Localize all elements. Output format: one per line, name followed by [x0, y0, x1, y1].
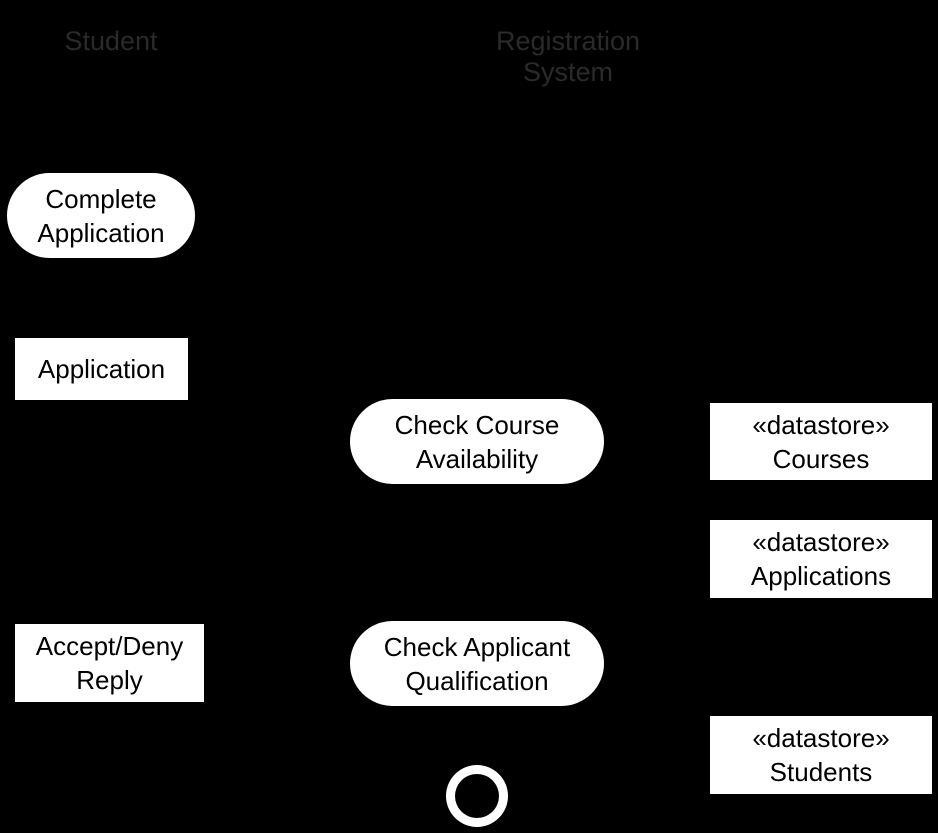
lane-title-registration-line2: System — [522, 57, 614, 87]
object-accept-deny-reply-line2: Reply — [76, 665, 143, 695]
object-application: Application — [14, 337, 189, 401]
datastore-students-name: Students — [769, 757, 873, 787]
object-accept-deny-reply: Accept/Deny Reply — [14, 623, 205, 703]
lane-title-student: Student — [55, 26, 167, 57]
action-check-course-availability-line1: Check Course — [394, 409, 560, 440]
datastore-courses: «datastore» Courses — [709, 402, 933, 481]
action-complete-application-line1: Complete — [45, 183, 157, 214]
action-check-course-availability-line2: Availability — [415, 443, 539, 474]
activity-final-node-icon — [446, 765, 508, 827]
datastore-applications-stereotype: «datastore» — [752, 527, 890, 557]
action-complete-application-line2: Application — [37, 217, 165, 248]
datastore-courses-stereotype: «datastore» — [752, 409, 890, 440]
object-accept-deny-reply-line1: Accept/Deny — [35, 631, 184, 661]
datastore-applications-name: Applications — [750, 561, 892, 591]
action-check-course-availability: Check Course Availability — [349, 398, 605, 485]
datastore-applications: «datastore» Applications — [709, 519, 933, 599]
lane-title-registration-system: Registration System — [478, 26, 658, 88]
action-check-applicant-qualification-line2: Qualification — [405, 665, 549, 696]
datastore-students-stereotype: «datastore» — [752, 723, 890, 753]
lane-title-registration-line1: Registration — [495, 26, 641, 56]
datastore-courses-name: Courses — [772, 443, 870, 474]
lane-title-student-text: Student — [64, 26, 158, 56]
action-check-applicant-qualification-line1: Check Applicant — [383, 631, 571, 662]
action-check-applicant-qualification: Check Applicant Qualification — [349, 620, 605, 707]
object-application-label: Application — [37, 354, 166, 384]
activity-final-node-inner — [455, 774, 499, 818]
datastore-students: «datastore» Students — [709, 715, 933, 795]
action-complete-application: Complete Application — [6, 172, 196, 259]
